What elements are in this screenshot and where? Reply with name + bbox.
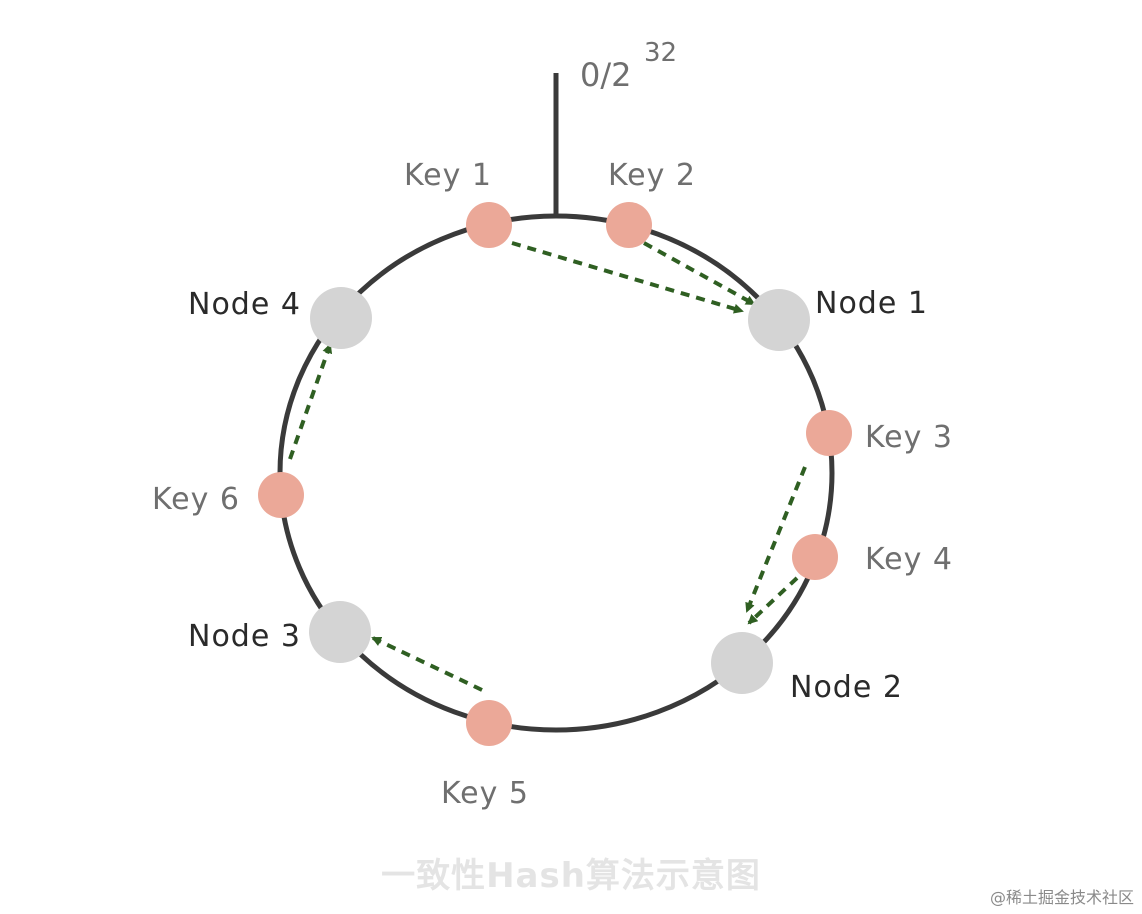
key-3-label: Key 3 <box>865 420 953 455</box>
arrow-key3-to-node2 <box>745 466 807 613</box>
key-2-circle <box>606 202 652 248</box>
watermark-text: @稀土掘金技术社区 <box>989 888 1134 907</box>
mapping-arrows <box>288 241 807 692</box>
key-5-circle <box>466 700 512 746</box>
origin-exponent-label: 32 <box>644 38 677 68</box>
arrow-key2-to-node1 <box>643 241 756 306</box>
node-2-label: Node 2 <box>790 670 903 705</box>
origin-label: 0/2 <box>580 56 632 94</box>
diagram-caption: 一致性Hash算法示意图 <box>381 856 761 896</box>
arrow-key1-to-node1 <box>511 241 744 314</box>
key-2-label: Key 2 <box>608 158 696 193</box>
key-1-label: Key 1 <box>404 158 492 193</box>
key-3-circle <box>806 410 852 456</box>
key-6-label: Key 6 <box>152 482 240 517</box>
node-4-circle <box>310 287 372 349</box>
node-1-label: Node 1 <box>815 286 928 321</box>
node-3-label: Node 3 <box>188 619 301 654</box>
arrow-key5-to-node3 <box>371 636 483 692</box>
key-4-circle <box>792 534 838 580</box>
key-6-circle <box>258 472 304 518</box>
key-4-label: Key 4 <box>865 542 953 577</box>
key-1-circle <box>466 202 512 248</box>
node-1-circle <box>748 289 810 351</box>
node-2-circle <box>711 632 773 694</box>
node-3-circle <box>309 601 371 663</box>
key-5-label: Key 5 <box>441 776 529 811</box>
arrow-key6-to-node4 <box>288 343 333 460</box>
arrow-key4-to-node2 <box>747 576 799 625</box>
node-4-label: Node 4 <box>188 287 301 322</box>
